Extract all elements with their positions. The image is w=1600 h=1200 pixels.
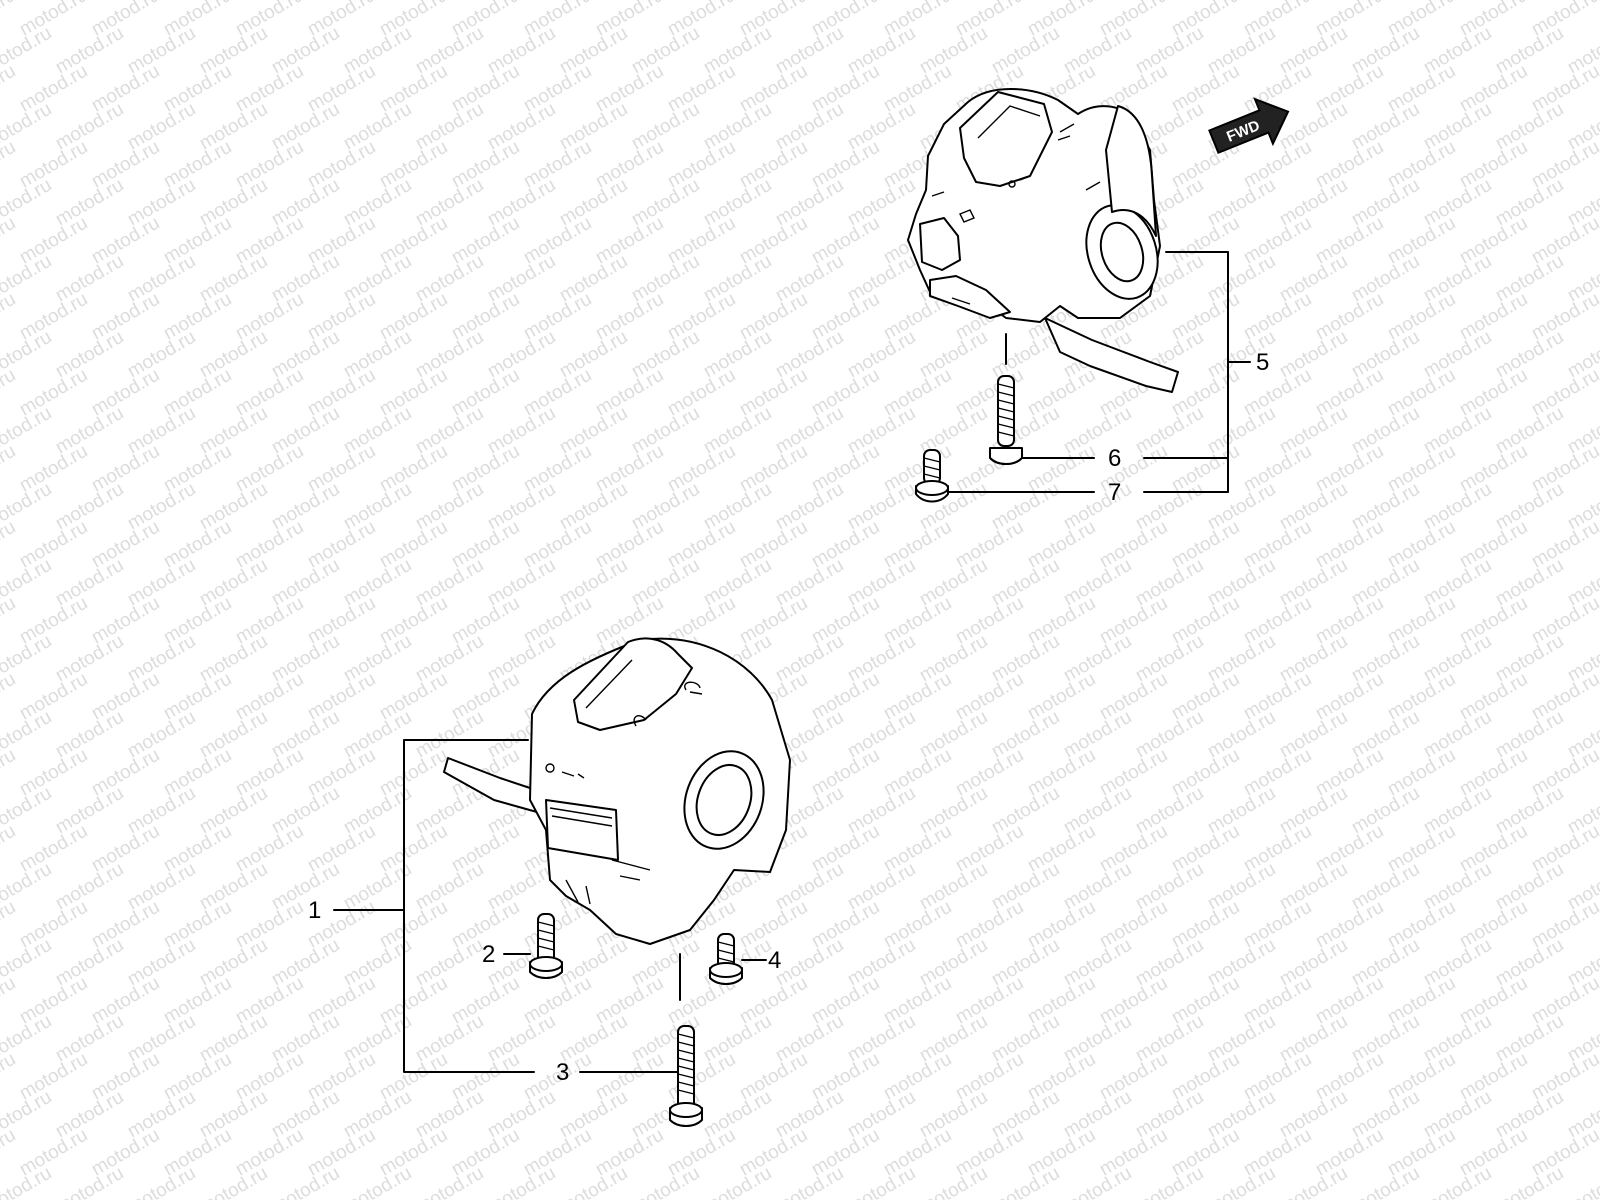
watermark-text: motod.ru (628, 1163, 703, 1200)
callout-4: 4 (768, 947, 781, 974)
watermark-text: motod.ru (1528, 517, 1600, 573)
callout-1: 1 (308, 897, 321, 924)
watermark-text: motod.ru (0, 973, 19, 1029)
watermark-text: motod.ru (1528, 821, 1600, 877)
watermark-text: motod.ru (0, 0, 19, 40)
watermark-text: motod.ru (1528, 593, 1600, 649)
watermark-text: motod.ru (1528, 61, 1600, 117)
watermark-text: motod.ru (1528, 213, 1600, 269)
watermark-text: motod.ru (1528, 365, 1600, 421)
watermark-text: motod.ru (772, 1163, 847, 1200)
watermark-text: motod.ru (0, 365, 19, 421)
watermark-text: motod.ru (1492, 1163, 1567, 1200)
callout-5: 5 (1256, 349, 1269, 376)
watermark-text: motod.ru (556, 1163, 631, 1200)
watermark-text: motod.ru (268, 1163, 343, 1200)
watermark-text: motod.ru (1528, 137, 1600, 193)
watermark-text: motod.ru (1204, 1163, 1279, 1200)
watermark-text: motod.ru (1528, 1125, 1600, 1181)
callout-2: 2 (482, 941, 495, 968)
watermark-text: motod.ru (700, 1163, 775, 1200)
watermark-text: motod.ru (1132, 1163, 1207, 1200)
watermark-text: motod.ru (1060, 1163, 1135, 1200)
watermark-text: motod.ru (1528, 441, 1600, 497)
watermark-text: motod.ru (916, 1163, 991, 1200)
watermark-text: motod.ru (1564, 1163, 1600, 1200)
watermark-text: motod.ru (0, 669, 19, 725)
watermark-text: motod.ru (0, 61, 19, 117)
watermark-text: motod.ru (340, 1163, 415, 1200)
watermark-text: motod.ru (0, 1125, 19, 1181)
watermark-text: motod.ru (0, 137, 19, 193)
watermark-text: motod.ru (0, 213, 19, 269)
callout-3: 3 (556, 1059, 569, 1086)
watermark-text: motod.ru (0, 1049, 19, 1105)
watermark-text: motod.ru (0, 745, 19, 801)
watermark-text: motod.ru (1528, 745, 1600, 801)
watermark-text: motod.ru (0, 517, 19, 573)
watermark-text: motod.ru (0, 593, 19, 649)
watermark-text: motod.ru (0, 821, 19, 877)
watermark-text: motod.ru (1276, 1163, 1351, 1200)
watermark-text: motod.ru (1420, 1163, 1495, 1200)
watermark-text: motod.ru (196, 1163, 271, 1200)
watermark-text: motod.ru (412, 1163, 487, 1200)
callout-7: 7 (1108, 479, 1121, 506)
watermark-text: motod.ru (1528, 973, 1600, 1029)
watermark-text: motod.ru (0, 441, 19, 497)
watermark-text: motod.ru (1528, 1049, 1600, 1105)
watermark-text: motod.ru (988, 1163, 1063, 1200)
watermark-text: motod.ru (52, 1163, 127, 1200)
watermark-text: motod.ru (1348, 1163, 1423, 1200)
watermark-text: motod.ru (1528, 289, 1600, 345)
watermark-text: motod.ru (484, 1163, 559, 1200)
watermark-text: motod.ru (0, 289, 19, 345)
watermark-text: motod.ru (0, 897, 19, 953)
watermark-text: motod.ru (844, 1163, 919, 1200)
watermark-text: motod.ru (124, 1163, 199, 1200)
watermark-text: motod.ru (1528, 669, 1600, 725)
watermark-text: motod.ru (1528, 897, 1600, 953)
callout-6: 6 (1108, 445, 1121, 472)
